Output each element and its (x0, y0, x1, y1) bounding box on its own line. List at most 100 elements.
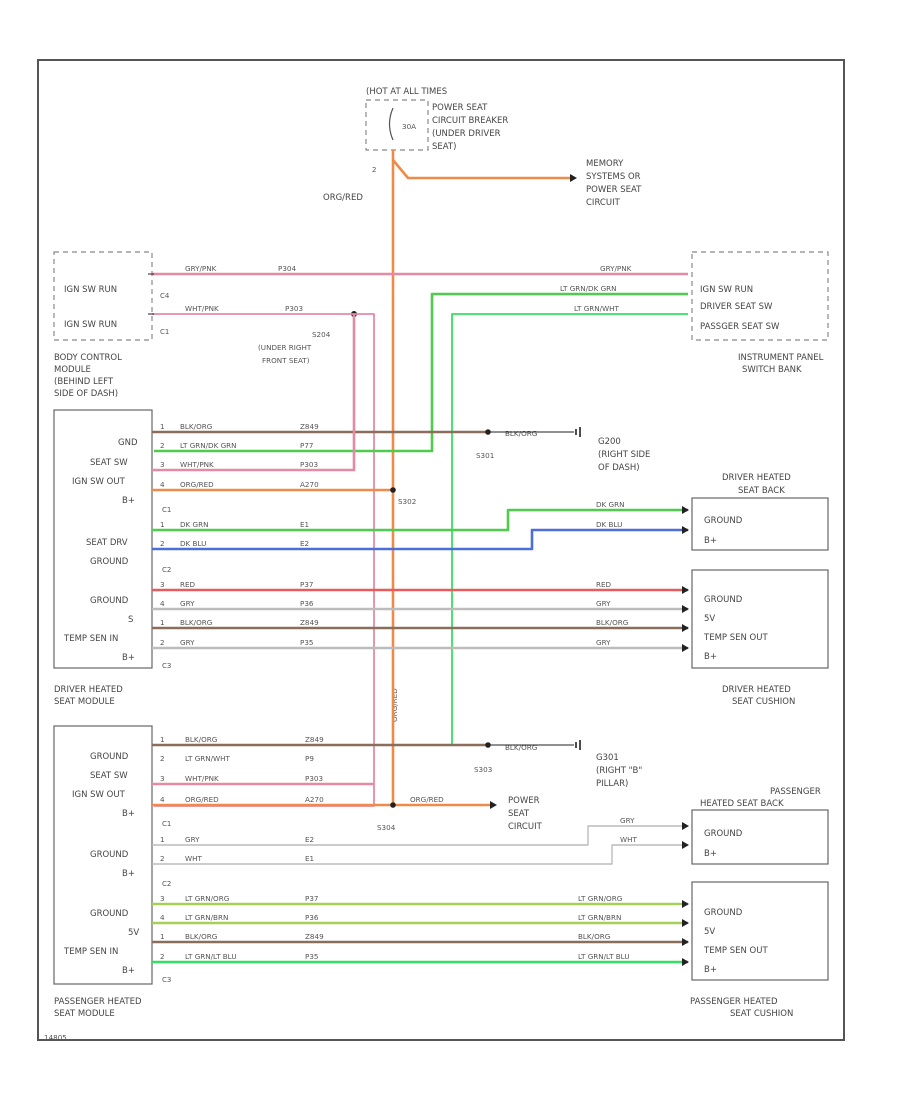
passenger-pin-6: 2 (160, 854, 165, 863)
passenger-wire-6-right-label: WHT (620, 835, 638, 844)
dm-label-ground2: GROUND (90, 596, 129, 606)
passenger-pin-10: 2 (160, 952, 165, 961)
driver-wire-6-left-label: DK BLU (180, 539, 206, 548)
wire-gry-pnk-top-circuit: P304 (278, 264, 296, 273)
dm-label-seat-sw: SEAT SW (90, 458, 128, 468)
passenger-heated-seat-cushion: GROUND 5V TEMP SEN OUT B+ PASSENGER HEAT… (690, 881, 829, 1019)
ground-g200: BLK/ORG G200 (RIGHT SIDE OF DASH) S301 S… (398, 429, 650, 506)
driver-pin-5: 1 (160, 520, 165, 529)
passenger-wire-2-circuit: P9 (305, 754, 314, 763)
driver-pin-7: 3 (160, 580, 165, 589)
ipsw-caption-1: INSTRUMENT PANEL (738, 353, 824, 363)
memory-destination: MEMORY SYSTEMS OR POWER SEAT CIRCUIT (586, 159, 642, 208)
psb-box (691, 809, 829, 865)
driver-wire-7-right-label: RED (596, 580, 612, 589)
bcm-row-1: IGN SW RUN (64, 285, 117, 295)
wire-ltgrn-wht-top-label: LT GRN/WHT (574, 304, 620, 313)
dsb-title-1: DRIVER HEATED (722, 473, 791, 483)
bcm-conn-c1: C1 (160, 328, 169, 336)
driver-pin-3: 3 (160, 460, 165, 469)
dm-caption-1: DRIVER HEATED (54, 685, 123, 695)
dm-conn-c2: C2 (162, 566, 171, 574)
psc-label-5v: 5V (704, 927, 715, 937)
passenger-wire-10-arrow-icon (682, 958, 689, 966)
wire-gry-pnk-top-right-label: GRY/PNK (600, 264, 632, 273)
passenger-wire-4-circuit: A270 (305, 795, 324, 804)
driver-wire-10-circuit: P35 (300, 638, 313, 647)
passenger-wire-1-left-label: BLK/ORG (185, 735, 217, 744)
fuse-line-2: CIRCUIT BREAKER (432, 116, 508, 126)
driver-wire-9-circuit: Z849 (300, 618, 319, 627)
ipsw-caption-2: SWITCH BANK (742, 365, 802, 375)
driver-wire-8-arrow-icon (682, 605, 689, 613)
pm-label-ign-out: IGN SW OUT (72, 790, 126, 800)
psc-label-bplus: B+ (704, 965, 717, 975)
s304-label: S304 (377, 823, 396, 832)
passenger-wire-5-arrow-icon (682, 822, 689, 830)
passenger-wire-6-arrow-icon (682, 841, 689, 849)
psc-box (691, 881, 829, 981)
passenger-wire-9-right-label: BLK/ORG (578, 932, 610, 941)
driver-pin-4: 4 (160, 480, 165, 489)
g301-line-3: PILLAR) (596, 779, 628, 789)
passenger-pin-1: 1 (160, 735, 165, 744)
pm-conn-c1: C1 (162, 820, 171, 828)
memory-line-3: POWER SEAT (586, 185, 642, 195)
passenger-wire-5-right-label: GRY (620, 816, 635, 825)
driver-wire-4-left-label: ORG/RED (180, 480, 214, 489)
dsb-box (691, 497, 829, 551)
driver-wire-10-right-label: GRY (596, 638, 611, 647)
driver-wire-1-left-label: BLK/ORG (180, 422, 212, 431)
diagram-frame (37, 59, 845, 1041)
pm-label-ground2: GROUND (90, 850, 129, 860)
wire-ltgrn-dkgrn-top (154, 292, 688, 453)
s204-line-2: (UNDER RIGHT (258, 343, 312, 352)
passenger-wire-10-left-label: LT GRN/LT BLU (185, 952, 237, 961)
driver-wire-8-left-label: GRY (180, 599, 195, 608)
driver-wire-3-circuit: P303 (300, 460, 318, 469)
dm-conn-c3: C3 (162, 662, 171, 670)
dsc-box (691, 569, 829, 669)
pm-label-seat-sw: SEAT SW (90, 771, 128, 781)
s303-label: S303 (474, 765, 492, 774)
passenger-pin-7: 3 (160, 894, 165, 903)
dm-label-bplus: B+ (122, 496, 135, 506)
driver-wire-6 (152, 528, 688, 551)
wire-wht-pnk-top-left-label: WHT/PNK (185, 304, 219, 313)
driver-wire-8-right-label: GRY (596, 599, 611, 608)
fuse-line-1: POWER SEAT (432, 103, 488, 113)
g301-line-1: G301 (596, 753, 619, 763)
fuse-symbol-icon (388, 107, 394, 141)
passenger-wire-3-circuit: P303 (305, 774, 323, 783)
fuse-block: (HOT AT ALL TIMES 30A POWER SEAT CIRCUIT… (365, 87, 508, 174)
dm-label-temp-sen: TEMP SEN IN (63, 634, 118, 644)
dsb-title-2: SEAT BACK (738, 486, 785, 496)
dsc-caption-1: DRIVER HEATED (722, 685, 791, 695)
passenger-wire-7-left-label: LT GRN/ORG (185, 894, 229, 903)
bcm-conn-c4: C4 (160, 292, 170, 300)
ground-g301: BLK/ORG G301 (RIGHT "B" PILLAR) S303 S30… (377, 743, 642, 832)
driver-wire-2-left-label: LT GRN/DK GRN (180, 441, 237, 450)
psb-title-2: HEATED SEAT BACK (700, 799, 784, 809)
passenger-wire-4-left-label: ORG/RED (185, 795, 219, 804)
splice-s302-dot (390, 487, 396, 493)
psb-title-1: PASSENGER (770, 787, 821, 797)
bcm-caption-3: (BEHIND LEFT (54, 377, 114, 387)
driver-wire-7-left-label: RED (180, 580, 196, 589)
driver-pin-9: 1 (160, 618, 165, 627)
dsc-label-ground: GROUND (704, 595, 743, 605)
memory-line-1: MEMORY (586, 159, 624, 169)
pm-label-bplus3: B+ (122, 966, 135, 976)
passenger-pin-8: 4 (160, 913, 165, 922)
g301-wire-label: BLK/ORG (505, 743, 537, 752)
splice-s204: S204 (UNDER RIGHT FRONT SEAT) (258, 311, 357, 365)
driver-wire-1-circuit: Z849 (300, 422, 319, 431)
memory-line-4: CIRCUIT (586, 198, 621, 208)
driver-pin-2: 2 (160, 441, 165, 450)
wire-wht-pnk-top-circuit: P303 (285, 304, 303, 313)
dsc-caption-2: SEAT CUSHION (732, 697, 795, 707)
passenger-pin-9: 1 (160, 932, 165, 941)
dm-conn-c1: C1 (162, 506, 171, 514)
psc-label-temp: TEMP SEN OUT (703, 946, 768, 956)
